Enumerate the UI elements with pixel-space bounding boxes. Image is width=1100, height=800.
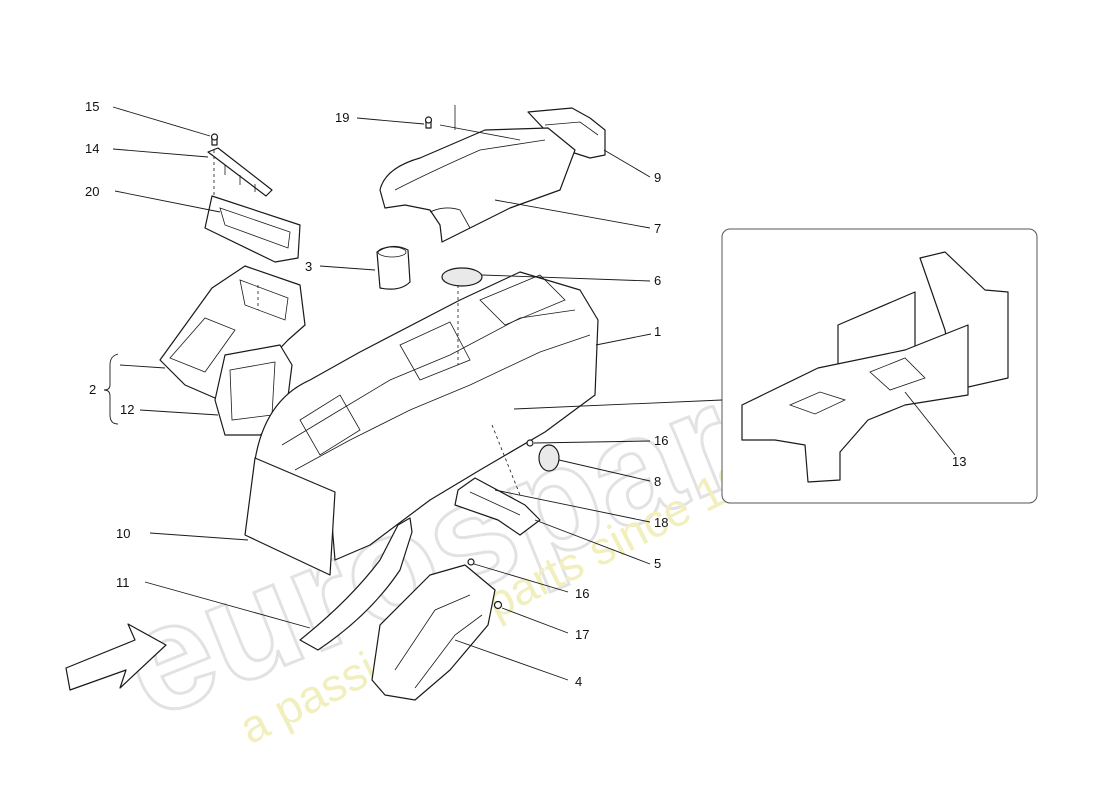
- callout-15: 15: [85, 99, 99, 114]
- callout-5: 5: [654, 556, 661, 571]
- part-2-control-panel: [159, 265, 306, 399]
- leader-lines: [103, 106, 956, 681]
- callout-6: 6: [654, 273, 661, 288]
- part-5-bracket: [454, 477, 541, 536]
- part-8-cap: [538, 444, 560, 472]
- part-3-cupholder-insert: [376, 245, 411, 290]
- callout-17: 17: [575, 627, 589, 642]
- callout-3: 3: [305, 259, 312, 274]
- part-16-screw-upper: [526, 439, 534, 447]
- callout-8: 8: [654, 474, 661, 489]
- callout-20: 20: [85, 184, 99, 199]
- callout-14: 14: [85, 141, 99, 156]
- callout-labels: 15 14 20 3 2 12 19 9 7 6 1 13 16 8 18 5 …: [85, 99, 966, 689]
- part-6-felt-disc: [441, 267, 483, 287]
- part-15-screw: [210, 133, 219, 146]
- part-16-screw-lower: [467, 558, 475, 566]
- part-4-support-frame: [371, 564, 496, 701]
- guide-line: [491, 424, 521, 496]
- front-direction-arrow: [65, 623, 167, 691]
- callout-7: 7: [654, 221, 661, 236]
- part-19-screw: [424, 116, 433, 129]
- part-13-insulation-mat: [741, 251, 1009, 483]
- callout-9: 9: [654, 170, 661, 185]
- callout-11: 11: [116, 575, 130, 590]
- callout-1: 1: [654, 324, 661, 339]
- callout-16-lower: 16: [575, 586, 589, 601]
- callout-10: 10: [116, 526, 130, 541]
- part-10-front-panel: [244, 457, 336, 576]
- bracket-2-12: [103, 353, 119, 425]
- part-17-nut: [493, 600, 503, 610]
- part-20-bezel: [204, 195, 301, 263]
- callout-2: 2: [89, 382, 96, 397]
- callout-13: 13: [952, 454, 966, 469]
- part-11-air-duct: [299, 517, 413, 651]
- callout-12: 12: [120, 402, 134, 417]
- callout-18: 18: [654, 515, 668, 530]
- callout-19: 19: [335, 110, 349, 125]
- part-14-trim-strip: [207, 147, 273, 197]
- callout-4: 4: [575, 674, 582, 689]
- part-7-armrest-lid: [379, 105, 576, 243]
- callout-16-upper: 16: [654, 433, 668, 448]
- part-1-console-body: [254, 271, 599, 561]
